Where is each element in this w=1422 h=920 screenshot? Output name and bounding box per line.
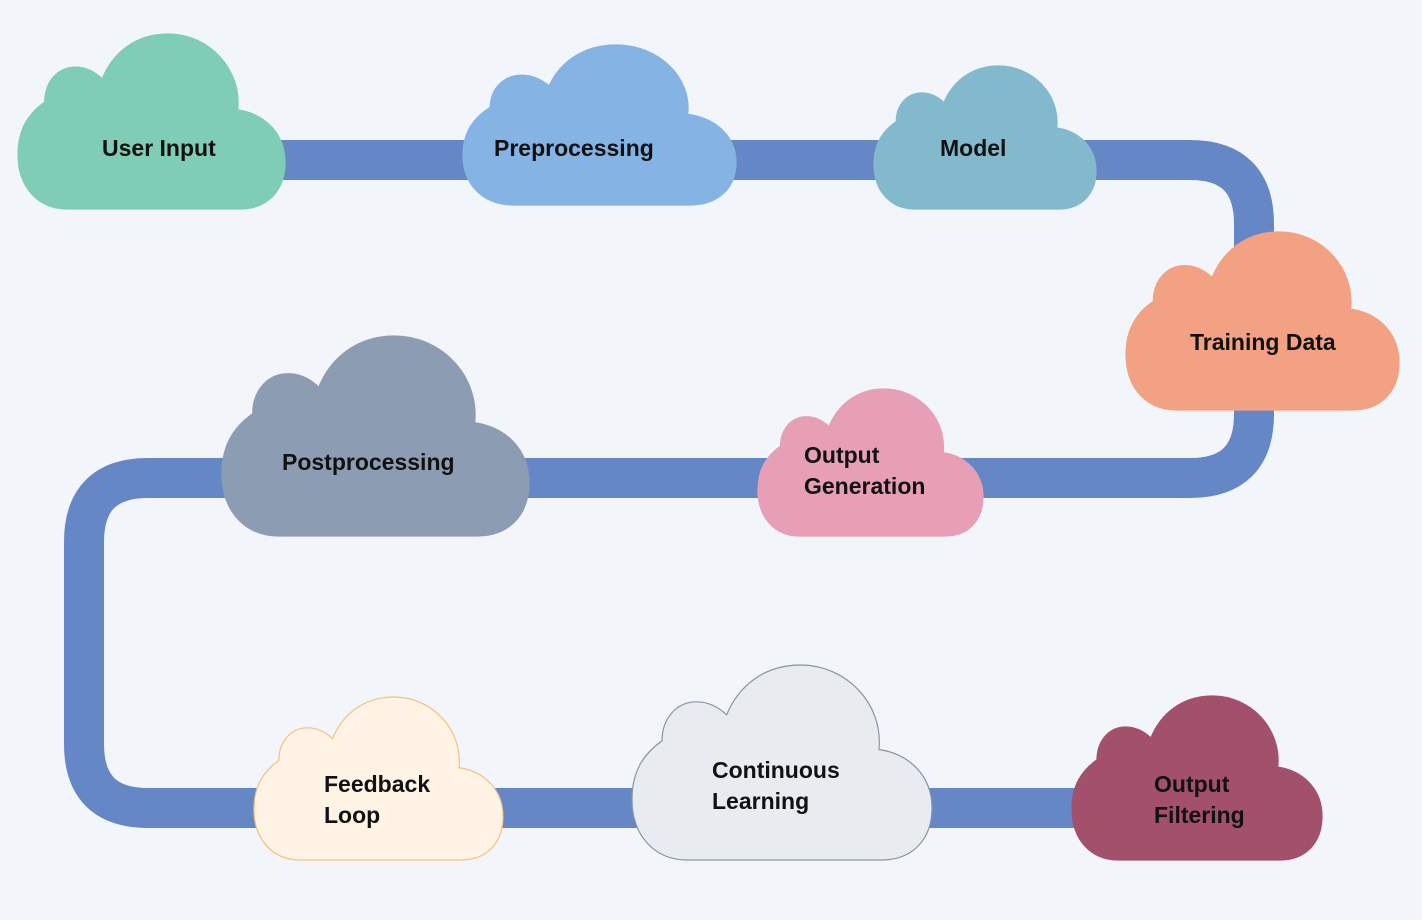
cloud-label-output-generation: Output: [804, 442, 880, 468]
cloud-shape-output-generation: [758, 389, 983, 536]
cloud-label-output-filtering: Output: [1154, 771, 1230, 797]
cloud-node-user-input: User Input: [18, 34, 285, 209]
cloud-node-preprocessing: Preprocessing: [463, 45, 736, 205]
flow-connector-path: [64, 140, 1274, 828]
cloud-shape-user-input: [18, 34, 285, 209]
cloud-node-training-data: Training Data: [1126, 232, 1399, 410]
cloud-label-model: Model: [940, 135, 1006, 161]
cloud-node-postprocessing: Postprocessing: [222, 336, 529, 536]
cloud-shape-output-filtering: [1072, 696, 1322, 860]
cloud-label-postprocessing: Postprocessing: [282, 449, 455, 475]
cloud-label-continuous-learning: Continuous: [712, 757, 840, 783]
cloud-label-output-filtering: Filtering: [1154, 802, 1245, 828]
cloud-shape-postprocessing: [222, 336, 529, 536]
cloud-node-model: Model: [874, 66, 1096, 209]
cloud-label-output-generation: Generation: [804, 473, 925, 499]
cloud-shape-preprocessing: [463, 45, 736, 205]
cloud-label-preprocessing: Preprocessing: [494, 135, 654, 161]
cloud-label-continuous-learning: Learning: [712, 788, 809, 814]
cloud-label-feedback-loop: Loop: [324, 802, 380, 828]
cloud-shape-feedback-loop: [254, 697, 503, 860]
cloud-label-feedback-loop: Feedback: [324, 771, 430, 797]
cloud-shape-model: [874, 66, 1096, 209]
cloud-shape-training-data: [1126, 232, 1399, 410]
cloud-shape-continuous-learning: [632, 665, 932, 860]
cloud-label-training-data: Training Data: [1190, 329, 1336, 355]
cloud-label-user-input: User Input: [102, 135, 216, 161]
